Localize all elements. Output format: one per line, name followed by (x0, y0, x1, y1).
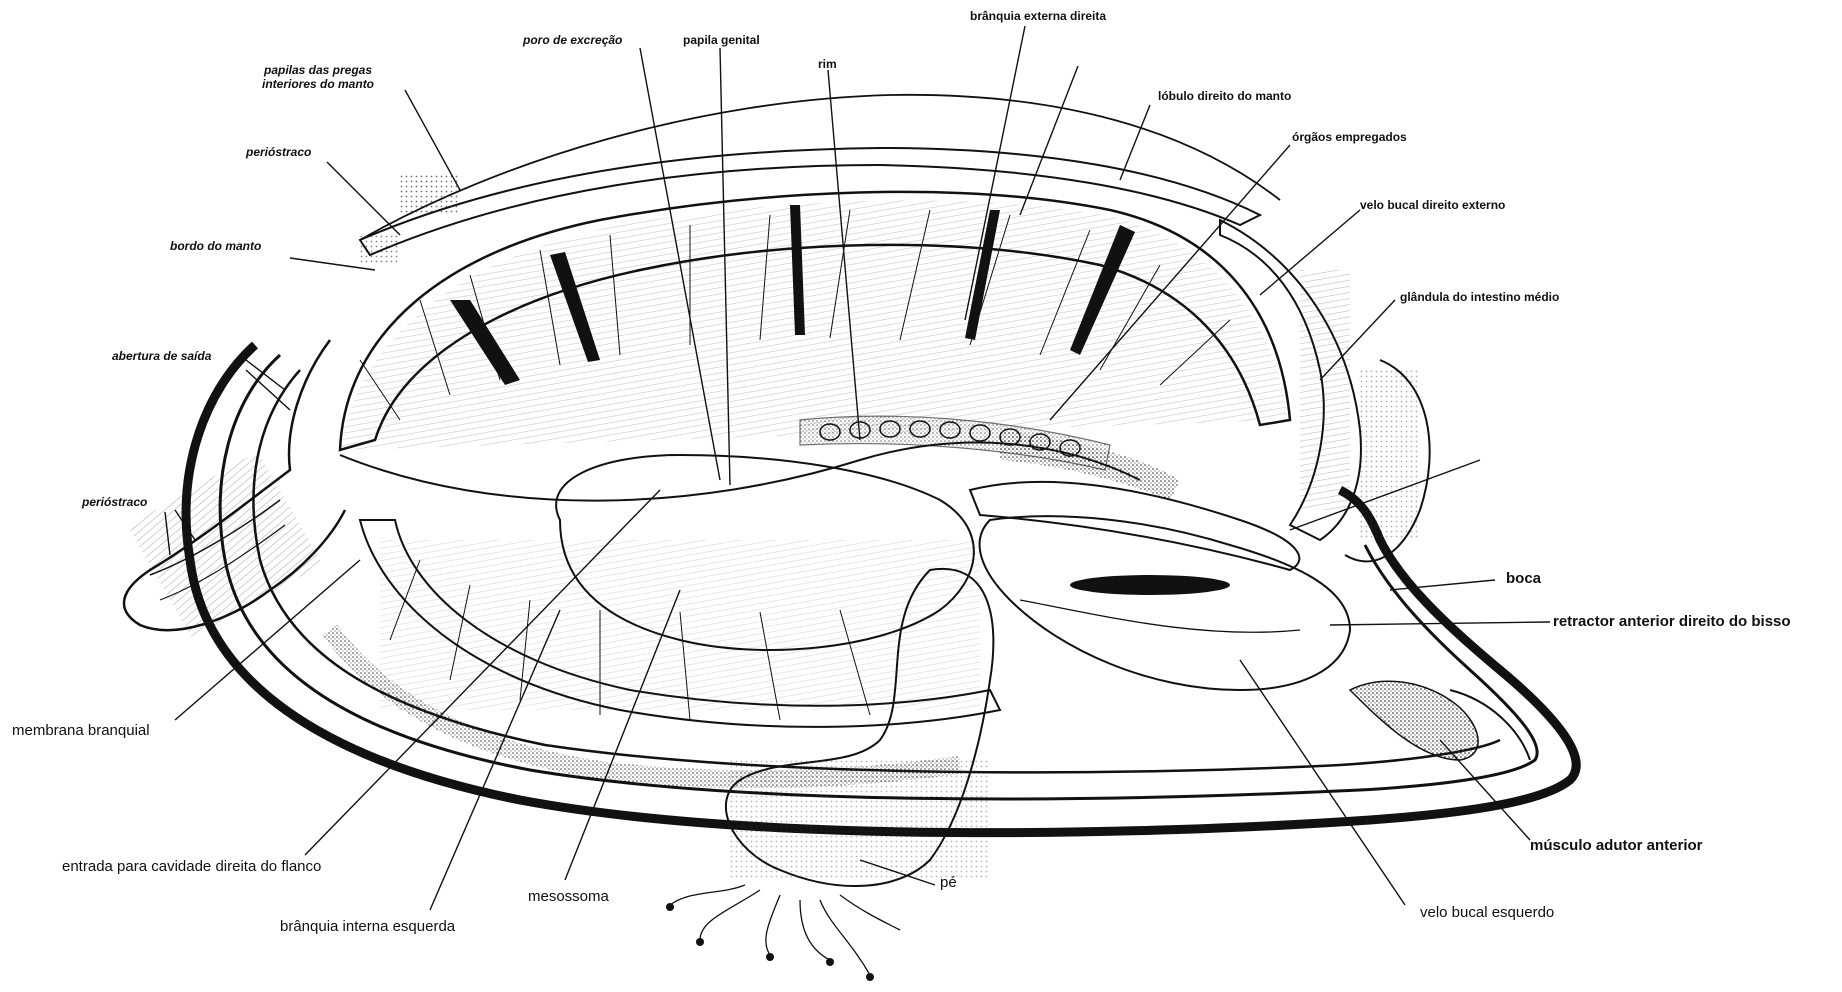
label-periostraco-left: perióstraco (82, 496, 147, 510)
label-abertura-saida: abertura de saída (112, 350, 211, 364)
label-poro-excrecao: poro de excreção (523, 34, 622, 48)
label-retractor: retractor anterior direito do bisso (1553, 613, 1791, 630)
label-glandula-intestino: glândula do intestino médio (1400, 291, 1559, 305)
label-papila-genital: papila genital (683, 34, 760, 48)
label-boca: boca (1506, 570, 1541, 587)
byssus-threads (670, 885, 900, 975)
label-lobulo-manto: lóbulo direito do manto (1158, 90, 1291, 104)
label-papilas-line2: interiores do manto (262, 78, 374, 92)
label-orgaos-empregados: órgãos empregados (1292, 131, 1407, 145)
label-rim: rim (818, 58, 837, 72)
label-bordo-manto: bordo do manto (170, 240, 261, 254)
label-branquia-interna: brânquia interna esquerda (280, 918, 455, 935)
label-mesossoma: mesossoma (528, 888, 609, 905)
byssus-tips (666, 903, 874, 981)
label-papilas-line1: papilas das pregas (262, 64, 374, 78)
label-musculo-adutor: músculo adutor anterior (1530, 837, 1703, 854)
label-velo-bucal-esquerdo: velo bucal esquerdo (1420, 904, 1554, 921)
velum-right (970, 482, 1299, 570)
label-membrana-branquial: membrana branquial (12, 722, 150, 739)
label-papilas-pregas: papilas das pregas interiores do manto (262, 64, 374, 92)
label-entrada-cavidade: entrada para cavidade direita do flanco (62, 858, 321, 875)
label-branquia-externa: brânquia externa direita (970, 10, 1106, 24)
label-pe: pé (940, 874, 957, 891)
label-velo-bucal-direito: velo bucal direito externo (1360, 199, 1505, 213)
label-periostraco-top: perióstraco (246, 146, 311, 160)
